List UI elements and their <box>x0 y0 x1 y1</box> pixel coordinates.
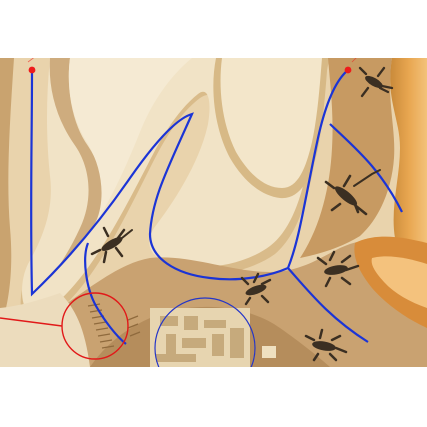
lizard-icon[interactable] <box>304 328 348 362</box>
path-route-right <box>329 123 403 213</box>
right-slope <box>300 58 395 258</box>
lizard-icon[interactable] <box>90 226 133 264</box>
inner-plateau-left <box>68 58 192 222</box>
lower-left-plateau <box>0 293 90 367</box>
path-route-stairs <box>84 242 127 345</box>
map-svg[interactable] <box>0 58 427 367</box>
waypoint-marker[interactable] <box>344 58 358 74</box>
stairs <box>87 303 141 349</box>
ruins <box>150 308 276 367</box>
blue-target-circle[interactable] <box>154 297 256 367</box>
path-route-branch <box>287 267 369 343</box>
map-scene[interactable] <box>0 58 427 367</box>
lizard-icon[interactable] <box>316 250 360 288</box>
red-selection-circle[interactable] <box>0 292 129 360</box>
path-route-main <box>30 69 349 297</box>
lizard-icon[interactable] <box>358 66 394 98</box>
lizard-icon[interactable] <box>324 169 381 216</box>
orange-rock-highlight <box>371 256 427 308</box>
lizard-icon[interactable] <box>240 272 272 306</box>
inner-ridge-left <box>49 58 103 278</box>
left-cliff <box>0 58 14 328</box>
waypoint-marker[interactable] <box>27 58 36 74</box>
center-mound <box>220 58 322 188</box>
